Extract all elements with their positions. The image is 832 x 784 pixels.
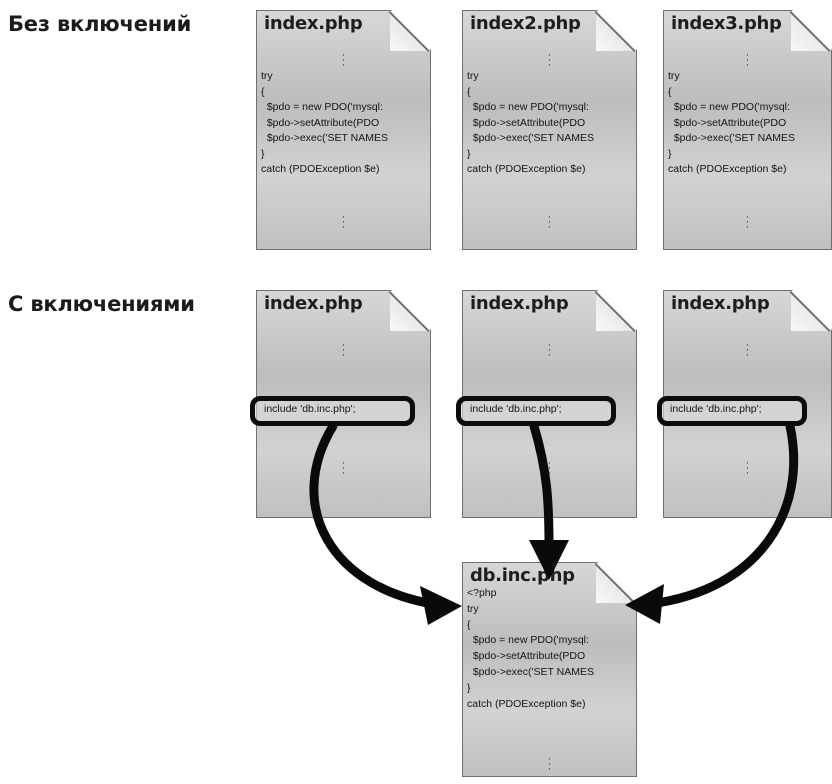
code-line: $pdo->exec('SET NAMES [467,665,594,678]
ellipsis-icon: ··· [341,339,346,361]
code-line: } [467,681,471,694]
ellipsis-icon: ··· [745,49,750,71]
include-highlight [657,396,807,426]
ellipsis-icon: ··· [547,211,552,233]
code-line: { [668,85,672,98]
ellipsis-icon: ··· [547,753,552,775]
ellipsis-icon: ··· [745,457,750,479]
arrow-center [529,421,554,550]
code-line: <?php [467,587,497,599]
code-line: try [467,70,479,82]
ellipsis-icon: ··· [547,339,552,361]
code-line: { [467,618,471,631]
ellipsis-icon: ··· [341,49,346,71]
code-line: { [467,85,471,98]
code-line: catch (PDOException $e) [467,163,586,175]
code-line: } [467,147,471,160]
code-line: $pdo->exec('SET NAMES [668,132,795,144]
ellipsis-icon: ··· [745,211,750,233]
code-listing: try { $pdo = new PDO('mysql: $pdo->setAtt… [261,69,428,178]
document-title: index.php [264,293,363,314]
label-without-includes: Без включений [8,12,192,36]
arrowhead-center-icon [529,540,569,580]
code-line: $pdo->exec('SET NAMES [467,132,594,144]
ellipsis-icon: ··· [547,49,552,71]
code-line: $pdo->setAttribute(PDO [668,116,787,129]
code-line: $pdo->setAttribute(PDO [467,650,586,663]
code-line: $pdo = new PDO('mysql: [261,101,383,113]
code-listing: try { $pdo = new PDO('mysql: $pdo->setAtt… [668,69,829,178]
include-statement: include 'db.inc.php'; [264,403,356,415]
ellipsis-icon: ··· [341,457,346,479]
ellipsis-icon: ··· [547,457,552,479]
code-line: try [261,70,273,82]
document-title: index.php [470,293,569,314]
code-line: $pdo = new PDO('mysql: [668,101,790,113]
code-line: } [668,147,672,160]
document-index3-php: index3.php ··· try { $pdo = new PDO('mysq… [663,10,832,250]
label-with-includes: С включениями [8,292,195,316]
document-title: index.php [264,13,363,34]
arrowhead-right-icon [625,584,664,624]
code-listing: try { $pdo = new PDO('mysql: $pdo->setAtt… [467,69,634,178]
code-line: catch (PDOException $e) [261,163,380,175]
code-line: catch (PDOException $e) [668,163,787,175]
include-statement: include 'db.inc.php'; [670,403,762,415]
code-line: $pdo->setAttribute(PDO [467,116,586,129]
code-line: try [467,602,479,615]
code-line: } [261,147,265,160]
code-line: try [668,70,680,82]
code-line: $pdo->exec('SET NAMES [261,132,388,144]
code-line: { [261,85,265,98]
document-title: index3.php [671,13,782,34]
code-line: $pdo = new PDO('mysql: [467,634,589,647]
code-line: $pdo = new PDO('mysql: [467,101,589,113]
document-title: index2.php [470,13,581,34]
code-line: $pdo->setAttribute(PDO [261,116,380,129]
arrow-left [309,421,445,610]
include-statement: include 'db.inc.php'; [470,403,562,415]
arrowhead-left-icon [420,586,462,625]
ellipsis-icon: ··· [745,339,750,361]
document-title: index.php [671,293,770,314]
arrow-right [645,421,799,609]
code-listing: <?php try { $pdo = new PDO('mysql: $pdo->s… [467,586,634,712]
ellipsis-icon: ··· [341,211,346,233]
code-line: catch (PDOException $e) [467,697,586,710]
